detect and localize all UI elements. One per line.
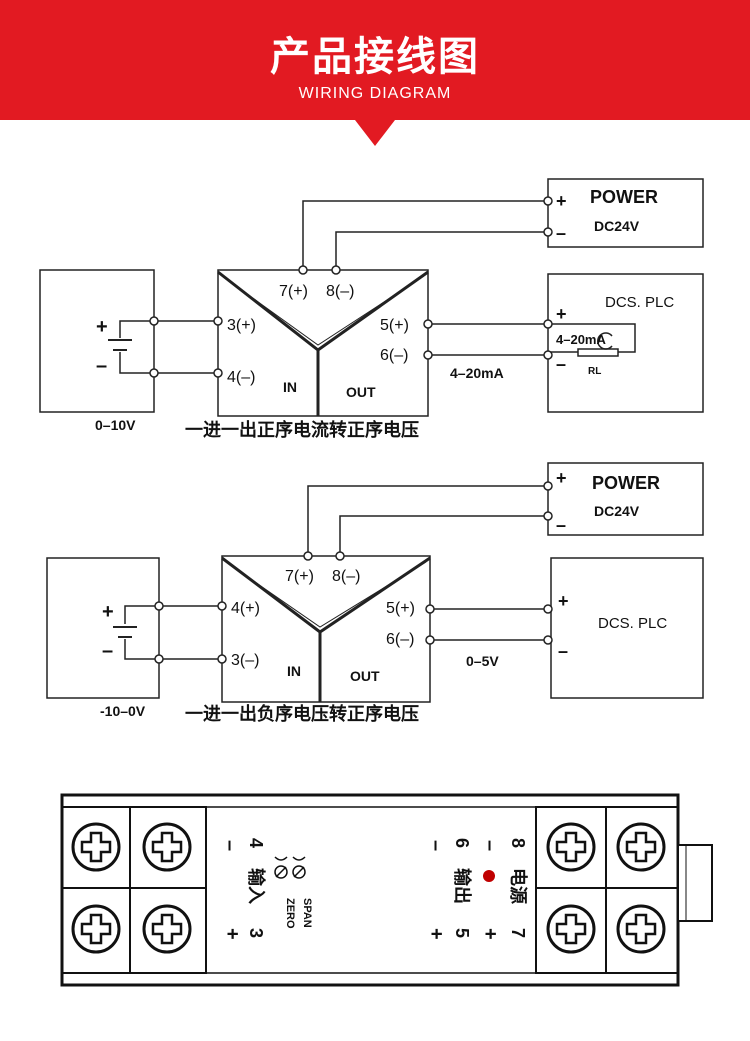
diagram-1 xyxy=(39,178,704,417)
screw-cross-icon xyxy=(80,831,112,863)
load-minus-2: – xyxy=(558,641,568,661)
load-current-1: 4–20mA xyxy=(556,332,606,347)
terminal-4-label-1: 4(–) xyxy=(227,369,255,386)
terminal-5-label-1: 5(+) xyxy=(380,317,409,334)
module-minus-8: – xyxy=(479,840,501,851)
header-banner: 产品接线图 WIRING DIAGRAM xyxy=(0,0,750,146)
module-plus-5: + xyxy=(425,928,447,940)
power-voltage-2: DC24V xyxy=(594,503,640,519)
module-input-label: 输入 xyxy=(245,868,267,904)
terminal-screws xyxy=(71,822,666,954)
terminal-6-label-2: 6(–) xyxy=(386,631,414,648)
screw-cross-icon xyxy=(151,913,183,945)
module-minus-4: – xyxy=(219,840,241,851)
terminal-7-label-2: 7(+) xyxy=(285,568,314,585)
module-terminal-4: 4 xyxy=(246,838,266,848)
page-title: 产品接线图 xyxy=(270,34,480,80)
module-output-label: 输出 xyxy=(451,868,473,904)
diagram-2 xyxy=(46,462,704,703)
zero-arrow-icon xyxy=(274,856,288,861)
module-divider-1 xyxy=(217,270,429,352)
load-box-2 xyxy=(550,557,704,699)
span-arrow-icon xyxy=(292,856,306,861)
power-minus-2: – xyxy=(556,515,566,535)
page-subtitle: WIRING DIAGRAM xyxy=(298,85,452,102)
source-plus-1: + xyxy=(96,316,108,338)
power-led-icon xyxy=(483,870,495,882)
module-terminal-8: 8 xyxy=(508,838,528,848)
power-box-1 xyxy=(547,178,704,248)
terminal-3-label-2: 3(–) xyxy=(231,652,259,669)
screw-cross-icon xyxy=(555,831,587,863)
power-voltage-1: DC24V xyxy=(594,218,640,234)
terminal-8-label-2: 8(–) xyxy=(332,568,360,585)
load-name-1: DCS. PLC xyxy=(605,294,674,311)
source-box-2 xyxy=(46,557,160,699)
load-box-1 xyxy=(547,273,704,413)
span-label: SPAN xyxy=(301,898,313,928)
screw-cross-icon xyxy=(625,913,657,945)
terminal-6-label-1: 6(–) xyxy=(380,347,408,364)
zero-pot-icon[interactable] xyxy=(274,865,288,879)
source-plus-2: + xyxy=(102,601,114,623)
module-minus-6: – xyxy=(425,840,447,851)
source-minus-1: – xyxy=(96,355,107,377)
module-terminal-7: 7 xyxy=(508,928,528,938)
span-pot-icon[interactable] xyxy=(292,865,306,879)
module-terminal-3: 3 xyxy=(246,928,266,938)
terminal-3-label-1: 3(+) xyxy=(227,317,256,334)
module-labels: 4 3 + – 输入 ZERO SPAN 6 5 输出 – + 8 7 电源 –… xyxy=(219,838,529,940)
diagram-2-text: POWER DC24V + – 7(+) 8(–) 4(+) 3(–) 5(+)… xyxy=(100,468,667,725)
screw-cross-icon xyxy=(151,831,183,863)
zero-label: ZERO xyxy=(284,898,296,929)
out-label-2: OUT xyxy=(350,668,380,684)
diagram-1-text: POWER DC24V + – 7(+) 8(–) 3(+) 4(–) 5(+)… xyxy=(95,187,674,441)
source-range-1: 0–10V xyxy=(95,417,136,433)
module-box-1 xyxy=(217,269,429,417)
diagram-2-dots xyxy=(154,481,553,664)
potentiometers xyxy=(274,856,306,879)
terminal-8-label-1: 8(–) xyxy=(326,283,354,300)
load-minus-1: – xyxy=(556,354,566,374)
in-label-1: IN xyxy=(283,379,297,395)
diagram-1-dots xyxy=(149,196,553,378)
power-label-1: POWER xyxy=(590,187,658,207)
terminal-7-label-1: 7(+) xyxy=(279,283,308,300)
source-range-2: -10–0V xyxy=(100,703,146,719)
source-minus-2: – xyxy=(102,640,113,662)
power-label-2: POWER xyxy=(592,473,660,493)
source-box-1 xyxy=(39,269,155,413)
power-plus-2: + xyxy=(556,468,567,488)
caption-1: 一进一出正序电流转正序电压 xyxy=(185,419,419,441)
caption-2: 一进一出负序电压转正序电压 xyxy=(185,703,419,725)
screw-cross-icon xyxy=(555,913,587,945)
resistor-label-1: RL xyxy=(588,366,601,377)
load-plus-2: + xyxy=(558,591,569,611)
terminal-4-label-2: 4(+) xyxy=(231,600,260,617)
banner-shape xyxy=(0,0,750,146)
module-power-label: 电源 xyxy=(507,868,529,904)
out-label-1: OUT xyxy=(346,384,376,400)
screw-cross-icon xyxy=(80,913,112,945)
module-plus-7: + xyxy=(479,928,501,940)
module-terminal-6: 6 xyxy=(452,838,472,848)
module-terminal-5: 5 xyxy=(452,928,472,938)
module-front xyxy=(60,793,713,987)
output-signal-2: 0–5V xyxy=(466,653,499,669)
load-plus-1: + xyxy=(556,304,567,324)
power-plus-1: + xyxy=(556,191,567,211)
screw-cross-icon xyxy=(625,831,657,863)
module-plus-3: + xyxy=(221,928,243,940)
load-name-2: DCS. PLC xyxy=(598,615,667,632)
power-minus-1: – xyxy=(556,223,566,243)
power-box-2 xyxy=(547,462,704,536)
module-box-2 xyxy=(221,555,431,703)
terminal-5-label-2: 5(+) xyxy=(386,600,415,617)
output-signal-1: 4–20mA xyxy=(450,365,504,381)
in-label-2: IN xyxy=(287,663,301,679)
